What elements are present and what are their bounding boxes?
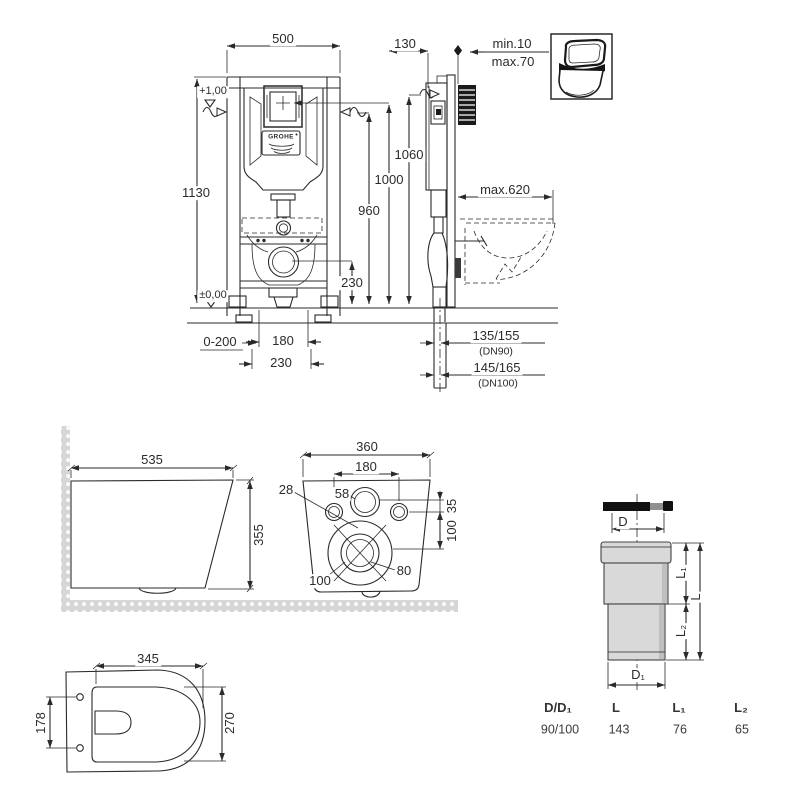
dim-1060: 1060 <box>392 147 426 163</box>
dim-drain-dn90: 135/155 <box>470 328 522 344</box>
table-value-l1: 76 <box>671 722 689 737</box>
plate-max-label: max.70 <box>489 54 537 70</box>
dim-fixing-hole: 28 <box>276 482 296 498</box>
dim-outlet-height: 230 <box>339 275 365 291</box>
bowl-top-art <box>46 662 226 773</box>
frame-front-art <box>202 76 367 323</box>
dim-bowl-height: 355 <box>251 522 267 548</box>
table-value-l2: 65 <box>733 722 751 737</box>
dim-frame-depth: 130 <box>392 36 418 52</box>
bowl-side-art <box>61 426 458 612</box>
level-top-label: +1,00 <box>197 85 229 98</box>
dim-inlet-offset: 35 <box>444 496 460 516</box>
connector-label-d: D <box>616 514 630 530</box>
frame-side-art <box>419 45 556 392</box>
table-header-l: L <box>610 700 622 716</box>
dim-bowl-depth: 535 <box>139 452 165 468</box>
dim-bowl-width: 360 <box>354 439 380 455</box>
table-header-dd1: D/D₁ <box>542 700 574 716</box>
brand-logo-text: GROHE <box>268 133 294 141</box>
dim-pipe-offset: 230 <box>268 355 294 371</box>
plate-min-label: min.10 <box>490 36 534 52</box>
dim-1000: 1000 <box>372 172 406 188</box>
table-value-l: 143 <box>606 722 632 737</box>
dim-hole-spacing: 178 <box>33 710 49 736</box>
dim-seat-depth: 270 <box>222 710 238 736</box>
frame-side-dims <box>389 48 554 378</box>
frame-front-dims <box>187 43 558 369</box>
dim-bowl-bolts: 180 <box>353 459 379 475</box>
connector-art <box>600 494 704 692</box>
dim-outlet-outer: 100 <box>307 573 333 589</box>
drain-dn90-note: (DN90) <box>477 345 515 358</box>
level-floor-label: ±0,00 <box>197 289 229 302</box>
dim-bowl-max: max.620 <box>478 182 532 198</box>
connector-label-d1: D₁ <box>629 667 647 683</box>
dim-frame-height: 1130 <box>180 185 212 201</box>
dim-bolt-spacing: 180 <box>270 333 296 349</box>
toilet-icon <box>550 33 613 100</box>
table-header-l1: L₁ <box>670 700 688 716</box>
dim-inlet: 58 <box>332 486 352 502</box>
table-value-dd1: 90/100 <box>538 722 582 737</box>
grohe-logo <box>261 130 301 156</box>
dim-outlet-inner: 80 <box>394 563 414 579</box>
dim-outlet-offset: 100 <box>444 518 460 544</box>
table-header-l2: L₂ <box>732 700 750 716</box>
connector-label-l: L <box>688 591 704 603</box>
drain-dn100-note: (DN100) <box>476 377 520 390</box>
dim-frame-width: 500 <box>270 31 296 47</box>
dim-seat-width: 345 <box>135 651 161 667</box>
dim-960: 960 <box>356 203 382 219</box>
dim-drain-dn100: 145/165 <box>471 360 523 376</box>
connector-label-l2: L₂ <box>673 622 689 640</box>
dim-feet-range: 0-200 <box>201 334 239 350</box>
connector-label-l1: L₁ <box>673 565 689 581</box>
